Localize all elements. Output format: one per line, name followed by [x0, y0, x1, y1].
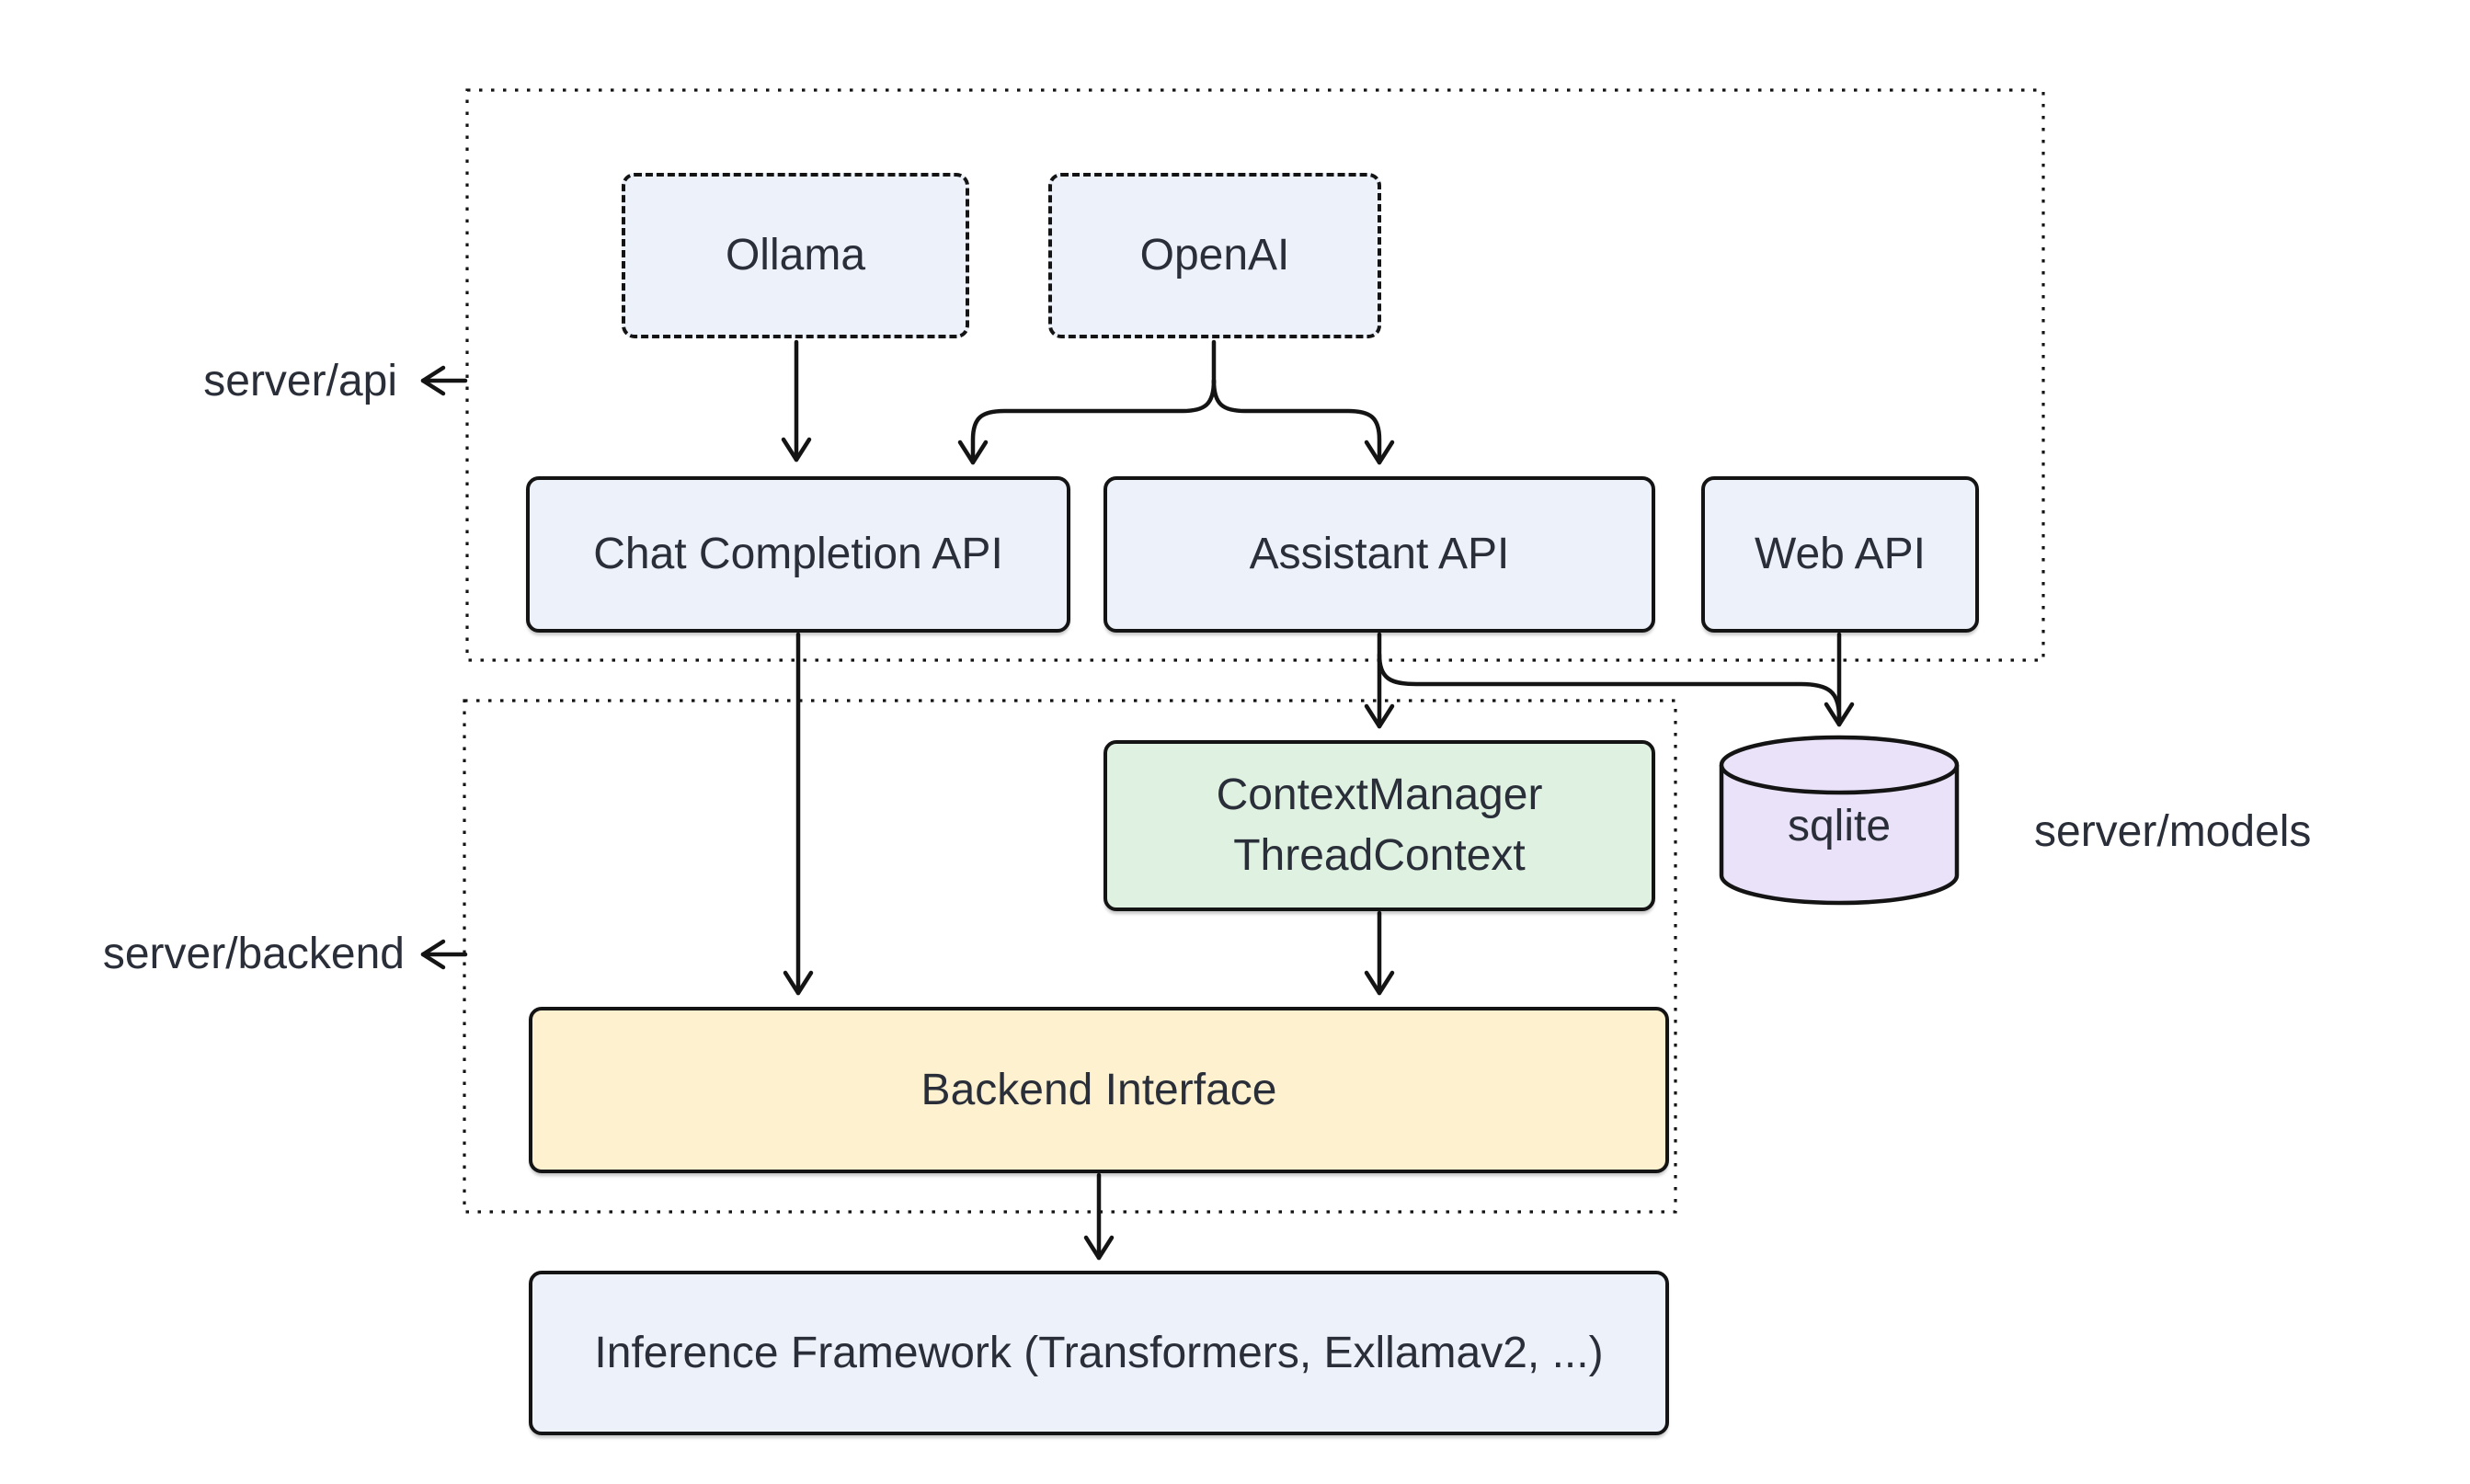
edge-openai-to-chat-api: [957, 378, 1217, 465]
node-ollama-label: Ollama: [725, 231, 866, 280]
node-openai-label: OpenAI: [1139, 231, 1290, 280]
node-assistant-api-label: Assistant API: [1249, 530, 1510, 578]
group-server-api-border: [465, 88, 2045, 662]
node-context-manager: ContextManager ThreadContext: [1103, 740, 1655, 911]
node-context-manager-line2: ThreadContext: [1233, 831, 1526, 880]
node-openai: OpenAI: [1048, 173, 1381, 338]
sqlite-cylinder-body: [1719, 765, 1960, 906]
node-web-api: Web API: [1701, 476, 1979, 633]
sqlite-cylinder-top: [1719, 735, 1960, 795]
edge-assistant-to-sqlite: [1377, 652, 1842, 725]
node-context-manager-line1: ContextManager: [1216, 771, 1543, 819]
node-inference-framework: Inference Framework (Transformers, Exlla…: [529, 1271, 1669, 1435]
node-chat-completion-api-label: Chat Completion API: [593, 530, 1003, 578]
edge-openai-to-assistant-api: [1211, 378, 1395, 465]
group-label-server-models: server/models: [2034, 807, 2312, 856]
node-assistant-api: Assistant API: [1103, 476, 1655, 633]
group-label-server-api: server/api: [203, 357, 397, 405]
node-backend-interface-label: Backend Interface: [921, 1065, 1277, 1114]
node-backend-interface: Backend Interface: [529, 1007, 1669, 1173]
node-sqlite-label: sqlite: [1787, 802, 1892, 850]
node-chat-completion-api: Chat Completion API: [526, 476, 1070, 633]
node-ollama: Ollama: [622, 173, 969, 338]
node-web-api-label: Web API: [1755, 530, 1926, 578]
node-inference-framework-label: Inference Framework (Transformers, Exlla…: [594, 1328, 1604, 1377]
group-label-server-backend: server/backend: [102, 930, 405, 978]
